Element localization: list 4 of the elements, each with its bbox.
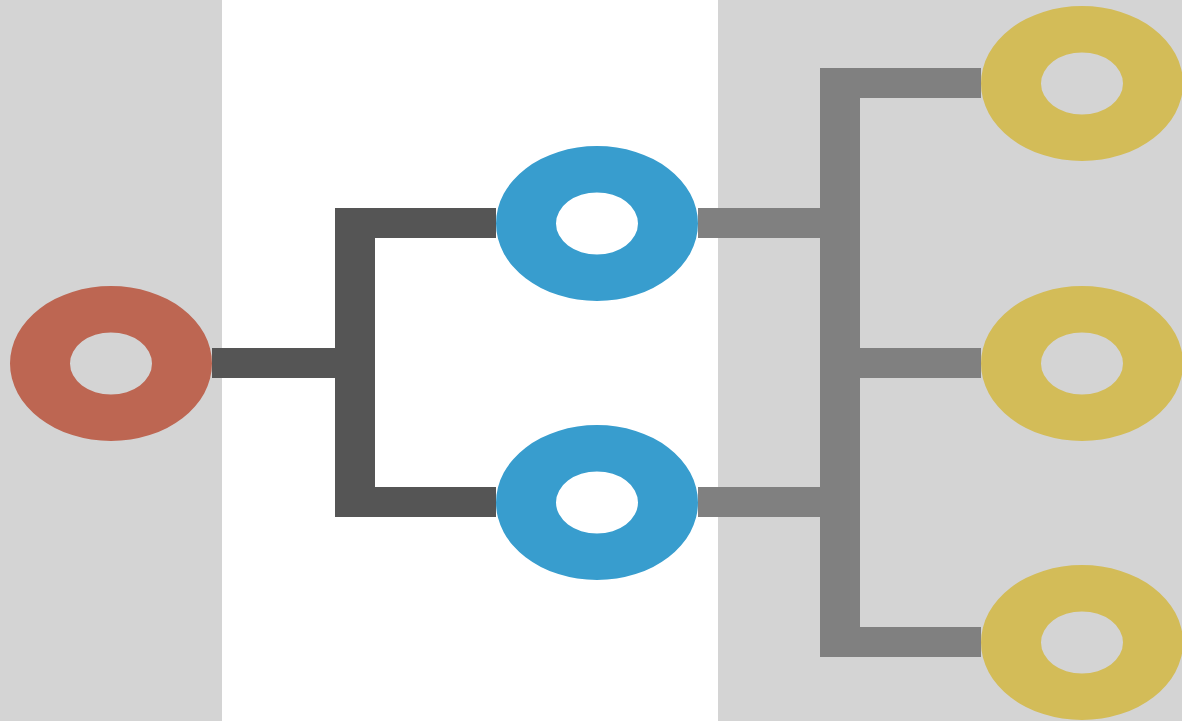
ring-node	[496, 145, 698, 301]
bracket-connector	[335, 208, 375, 517]
bracket-connector	[820, 68, 860, 657]
ring-node	[496, 424, 698, 580]
